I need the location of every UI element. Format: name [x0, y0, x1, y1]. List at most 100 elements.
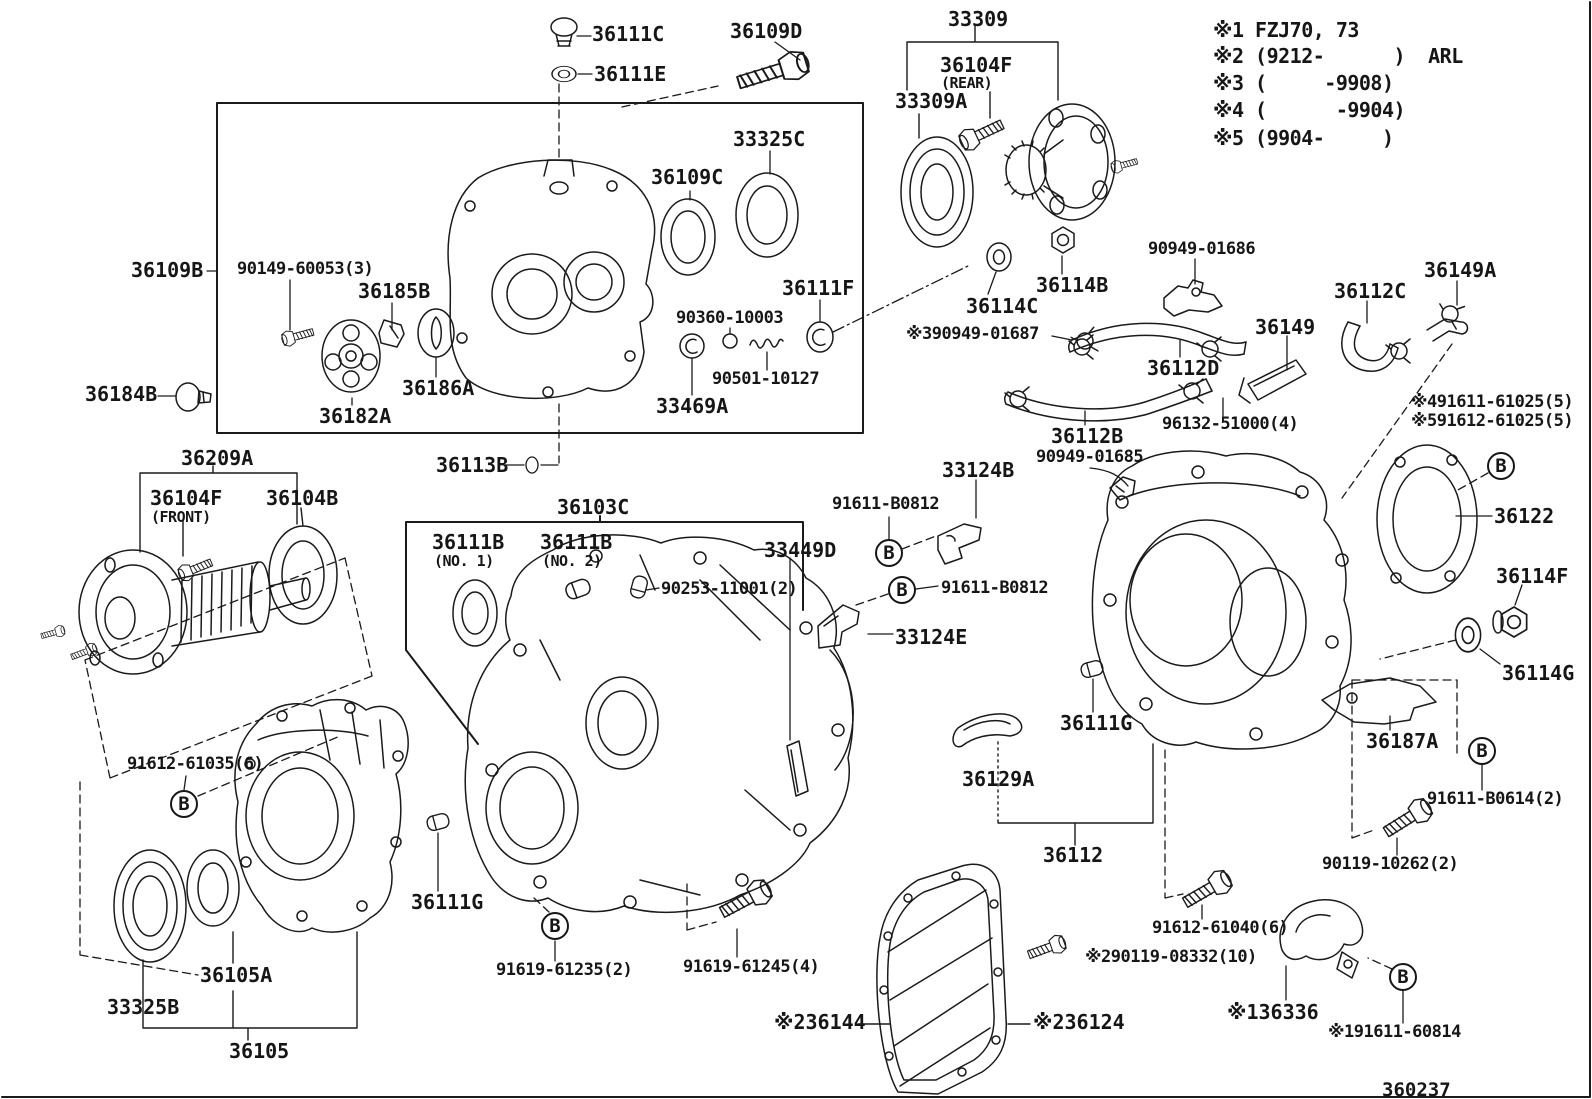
bottom-gasket-group [876, 863, 1364, 1095]
part-label: ※491611-61025(5) [1411, 392, 1574, 412]
part-label: 90360-10003 [676, 308, 784, 328]
part-label: ※136336 [1227, 1000, 1319, 1024]
dashed-lines [79, 83, 1489, 976]
part-label: 33124B [942, 458, 1015, 482]
part-label: (NO. 1) [434, 552, 494, 570]
part-label: 36111G [411, 890, 484, 914]
part-label: 90253-11001(2) [661, 579, 798, 599]
part-label: 33124E [895, 625, 968, 649]
part-label: 36112 [1043, 843, 1104, 867]
part-label: 36114F [1496, 564, 1569, 588]
part-label: 36209A [181, 446, 254, 470]
part-label: 36185B [358, 279, 431, 303]
part-label: (REAR) [941, 74, 993, 92]
part-label: ※236144 [774, 1010, 866, 1034]
part-label: ※591612-61025(5) [1411, 411, 1574, 431]
drawing-code: 360237 [1382, 1079, 1451, 1099]
part-label: ※236124 [1033, 1010, 1125, 1034]
part-label: 36114B [1036, 273, 1109, 297]
part-label: 91619-61235(2) [496, 960, 633, 980]
callout-b: B [875, 539, 903, 567]
legend-note: ※2 (9212- ) ARL [1213, 44, 1463, 68]
part-label: 36129A [962, 767, 1035, 791]
part-label: 36114C [966, 294, 1039, 318]
legend-note: ※4 ( -9904) [1213, 98, 1406, 122]
part-label: 91612-61040(6) [1152, 918, 1289, 938]
part-label: 36111B [540, 530, 613, 554]
part-label: 36111G [1060, 711, 1133, 735]
hose-group [1003, 279, 1469, 501]
part-label: 36104B [266, 486, 339, 510]
part-label: 36109D [730, 19, 803, 43]
small-plugs-seals [550, 17, 834, 359]
part-label: 33449D [764, 538, 837, 562]
part-label: 36184B [85, 382, 158, 406]
part-label: 36104F [150, 486, 223, 510]
callout-b: B [1389, 963, 1417, 991]
part-label: 91611-B0614(2) [1427, 789, 1564, 809]
part-label: 90949-01685 [1036, 447, 1144, 467]
callout-b: B [1468, 737, 1496, 765]
rear-hub-group [900, 103, 1140, 272]
part-label: 33309 [948, 7, 1009, 31]
part-label: 36187A [1366, 729, 1439, 753]
right-gasket-group [1321, 444, 1528, 725]
callout-b: B [1487, 452, 1515, 480]
part-label: (FRONT) [151, 508, 211, 526]
oil-pump-parts [175, 308, 455, 412]
part-label: 36113B [436, 453, 509, 477]
part-label: 91611-B0812 [832, 494, 940, 514]
part-label: 36112C [1334, 279, 1407, 303]
part-label: 36109B [131, 258, 204, 282]
part-label: 36114G [1502, 661, 1575, 685]
leader-lines [157, 35, 1523, 1024]
part-label: ※290119-08332(10) [1085, 947, 1257, 967]
part-label: 96132-51000(4) [1162, 414, 1299, 434]
part-label: 91612-61035(6) [127, 754, 264, 774]
part-label: 36112D [1147, 356, 1220, 380]
part-label: 36122 [1494, 504, 1555, 528]
part-label: 36186A [402, 376, 475, 400]
small-brackets [817, 523, 1023, 748]
part-label: 36149A [1424, 258, 1497, 282]
callout-b: B [888, 576, 916, 604]
part-label: 90501-10127 [712, 369, 820, 389]
part-label: 36104F [940, 53, 1013, 77]
callout-b: B [541, 912, 569, 940]
callout-b: B [170, 790, 198, 818]
right-case-drawing [1091, 450, 1352, 750]
part-label: 91619-61245(4) [683, 957, 820, 977]
part-label: ※390949-01687 [906, 324, 1039, 344]
front-output-group [39, 525, 338, 675]
part-label: 33469A [656, 394, 729, 418]
part-label: 33325B [107, 995, 180, 1019]
rear-extension-group [113, 698, 409, 963]
front-case-drawing [447, 159, 656, 400]
group-boxes [216, 102, 864, 745]
part-label: 36111C [592, 22, 665, 46]
part-label: 36109C [651, 165, 724, 189]
part-label: 36105 [229, 1039, 290, 1063]
part-label: 90149-60053(3) [237, 259, 374, 279]
part-label: 36105A [200, 963, 273, 987]
center-case-drawing [425, 534, 1105, 914]
part-label: 36111E [594, 62, 667, 86]
legend-note: ※1 FZJ70, 73 [1213, 18, 1359, 42]
part-label: 36103C [557, 495, 630, 519]
part-label: 90949-01686 [1148, 239, 1256, 259]
part-label: 33325C [733, 127, 806, 151]
part-label: 33309A [895, 89, 968, 113]
part-label: ※191611-60814 [1328, 1022, 1461, 1042]
part-label: (NO. 2) [542, 552, 602, 570]
bracket-lines [139, 25, 1154, 1041]
part-label: 36111B [432, 530, 505, 554]
part-label: 91611-B0812 [941, 578, 1049, 598]
part-label: 36112B [1051, 424, 1124, 448]
part-label: 36182A [319, 404, 392, 428]
legend-note: ※5 (9904- ) [1213, 126, 1394, 150]
part-label: 36111F [782, 276, 855, 300]
part-label: 90119-10262(2) [1322, 854, 1459, 874]
